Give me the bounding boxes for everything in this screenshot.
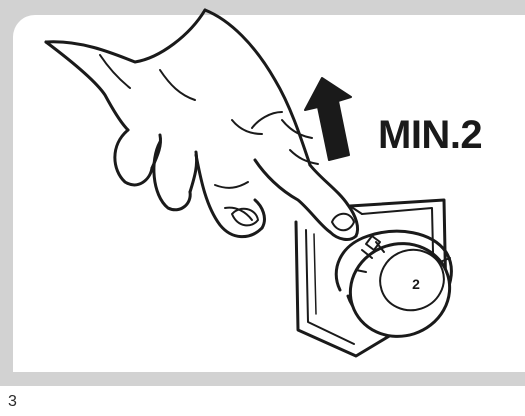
dial-setting-label: 2 xyxy=(412,276,420,292)
arrow-up-icon xyxy=(305,78,351,160)
min-setting-label: MIN.2 xyxy=(378,113,482,157)
page-number: 3 xyxy=(8,392,17,412)
hand-pointing-icon xyxy=(46,10,358,239)
